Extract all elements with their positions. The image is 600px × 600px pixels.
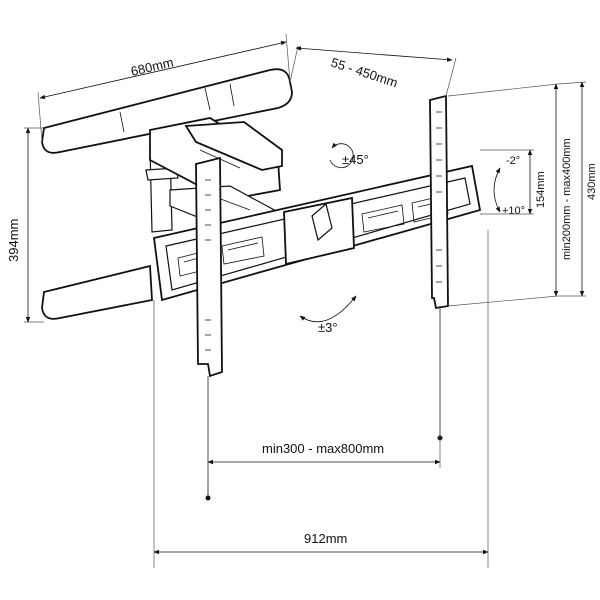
label-extension: 55 - 450mm	[329, 55, 400, 91]
dim-vesa-width: min300 - max800mm	[207, 306, 441, 484]
label-left-height: 394mm	[6, 219, 21, 262]
rotate-arm-indicator: ±45°	[329, 142, 369, 169]
tilt-indicator: -2° +10°	[493, 155, 525, 217]
dim-tilt-depth: 154mm	[480, 149, 547, 215]
label-tilt-depth: 154mm	[535, 171, 547, 208]
dim-left-height: 394mm	[6, 127, 44, 323]
label-level-adjust: ±3°	[318, 320, 338, 335]
vesa-frame	[153, 164, 482, 302]
label-rotate-arm: ±45°	[342, 152, 369, 167]
label-arm-width: 680mm	[129, 55, 175, 79]
label-total-width: 912mm	[304, 531, 347, 546]
level-adjust-indicator: ±3°	[299, 295, 357, 335]
dim-total-height: 430mm	[557, 81, 598, 297]
label-total-height: 430mm	[586, 163, 598, 200]
dim-total-width: 912mm	[153, 230, 489, 568]
label-vesa-height: min200mm - max400mm	[561, 138, 573, 260]
dim-extension: 55 - 450mm	[289, 45, 457, 97]
label-tilt-down: +10°	[502, 205, 525, 217]
dim-vesa-height: min200mm - max400mm	[447, 83, 573, 307]
label-vesa-width: min300 - max800mm	[262, 441, 384, 456]
label-tilt-up: -2°	[506, 155, 520, 167]
